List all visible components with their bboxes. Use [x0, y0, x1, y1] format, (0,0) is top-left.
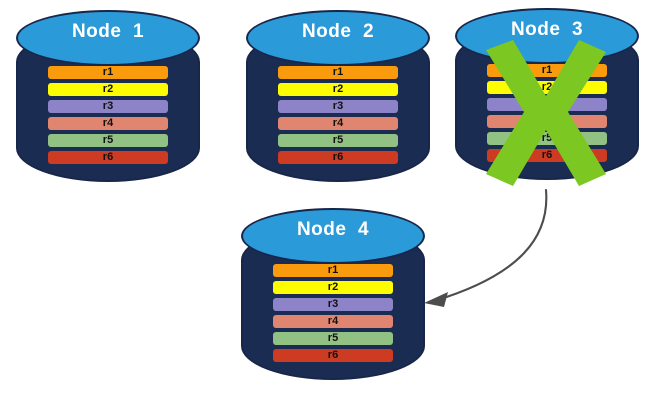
node-3-title: Node 3: [510, 19, 584, 40]
row-r6: r6: [48, 151, 168, 164]
node-2-rows: r1 r2 r3 r4 r5 r6: [278, 66, 398, 164]
row-r5: r5: [273, 332, 393, 345]
row-r1: r1: [273, 264, 393, 277]
row-r2: r2: [273, 281, 393, 294]
row-r6: r6: [273, 349, 393, 362]
row-r2: r2: [487, 81, 607, 94]
row-r4: r4: [48, 117, 168, 130]
row-r3: r3: [278, 100, 398, 113]
row-r5: r5: [487, 132, 607, 145]
node-1[interactable]: Node 1 r1 r2 r3 r4 r5 r6: [16, 10, 200, 182]
row-r6: r6: [278, 151, 398, 164]
row-r3: r3: [487, 98, 607, 111]
node-3[interactable]: Node 3 r1 r2 r3 r4 r5 r6: [455, 8, 639, 180]
replacement-arrow: [424, 188, 548, 307]
row-r4: r4: [278, 117, 398, 130]
row-r5: r5: [48, 134, 168, 147]
node-4-rows: r1 r2 r3 r4 r5 r6: [273, 264, 393, 362]
row-r5: r5: [278, 134, 398, 147]
row-r2: r2: [278, 83, 398, 96]
row-r4: r4: [273, 315, 393, 328]
row-r4: r4: [487, 115, 607, 128]
cylinder-top: [241, 208, 425, 264]
row-r2: r2: [48, 83, 168, 96]
node-1-title: Node 1: [71, 21, 145, 42]
node-4-title: Node 4: [296, 219, 370, 240]
row-r1: r1: [278, 66, 398, 79]
node-3-rows: r1 r2 r3 r4 r5 r6: [487, 64, 607, 162]
cylinder-top: [246, 10, 430, 66]
node-4[interactable]: Node 4 r1 r2 r3 r4 r5 r6: [241, 208, 425, 380]
cylinder-top: [16, 10, 200, 66]
node-2[interactable]: Node 2 r1 r2 r3 r4 r5 r6: [246, 10, 430, 182]
row-r6: r6: [487, 149, 607, 162]
row-r1: r1: [487, 64, 607, 77]
node-2-title: Node 2: [301, 21, 375, 42]
row-r3: r3: [48, 100, 168, 113]
row-r3: r3: [273, 298, 393, 311]
node-1-rows: r1 r2 r3 r4 r5 r6: [48, 66, 168, 164]
row-r1: r1: [48, 66, 168, 79]
